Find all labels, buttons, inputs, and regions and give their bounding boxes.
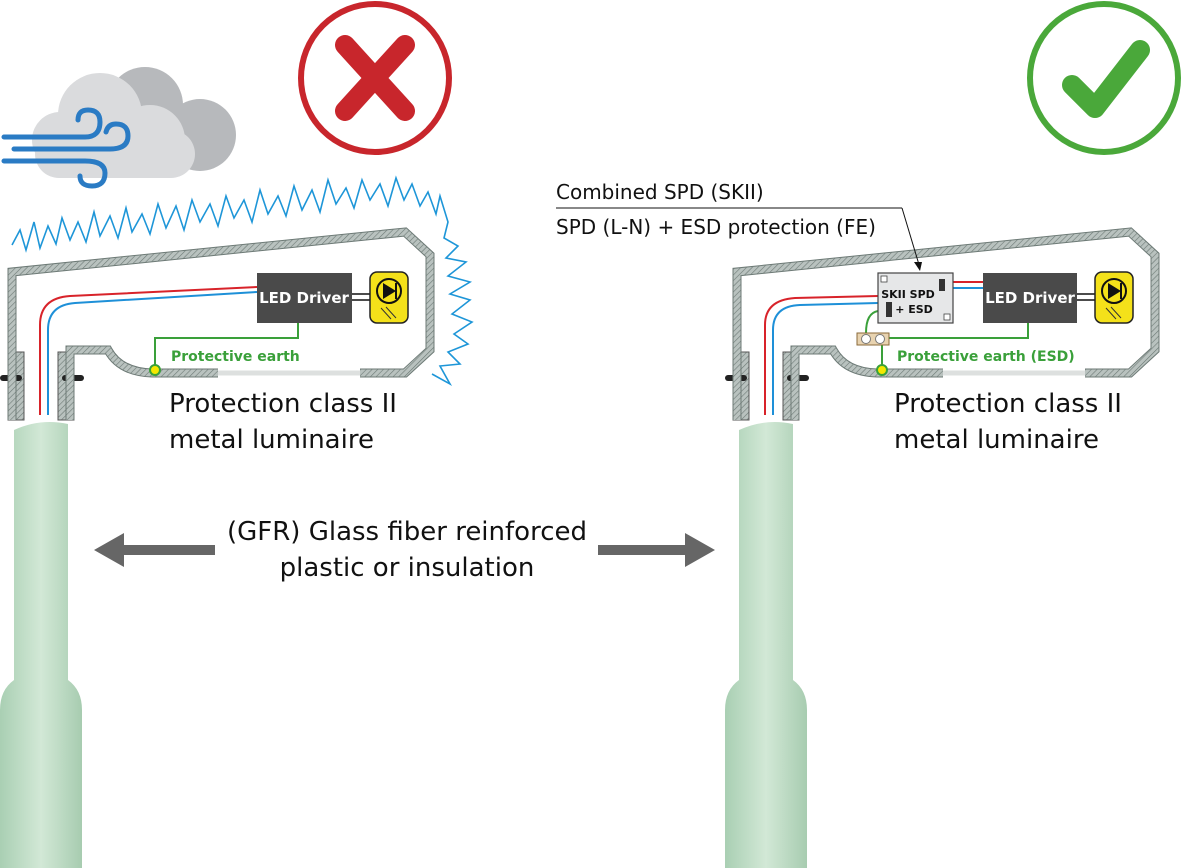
svg-text:plastic or insulation: plastic or insulation (280, 553, 535, 583)
callout-line1: Combined SPD (SKII) (556, 180, 764, 204)
class-label-line1: Protection class II (169, 389, 397, 419)
cross-icon (298, 1, 452, 155)
led-icon (1094, 271, 1134, 324)
skii-spd-module: SKII SPD + ESD (877, 272, 954, 324)
earth-label: Protective earth (ESD) (897, 349, 1075, 365)
svg-text:+ ESD: + ESD (895, 303, 933, 316)
earth-point (149, 364, 161, 376)
led-driver (983, 273, 1077, 323)
pole-label: (GFR) Glass fiber reinforced plastic or … (94, 517, 715, 583)
earth-wire (154, 323, 299, 370)
led-driver-label: LED Driver (985, 289, 1075, 307)
class-label-line2: metal luminaire (169, 425, 374, 455)
arrow-left-icon (94, 533, 215, 567)
svg-text:(GFR) Glass fiber reinforced: (GFR) Glass fiber reinforced (227, 517, 587, 547)
neutral-wire (47, 291, 258, 415)
line-wire (39, 286, 258, 415)
right-luminaire: SKII SPD + ESD LED Driver Protective ear… (556, 180, 1155, 868)
led-driver-label: LED Driver (259, 289, 349, 307)
check-icon (1027, 1, 1181, 155)
left-luminaire: LED Driver Protective earth Protection c… (0, 175, 474, 868)
wind-cloud-icon (1, 67, 236, 189)
led-driver (257, 273, 352, 323)
led-icon (369, 271, 409, 324)
static-discharge (11, 175, 474, 387)
class-label-line2: metal luminaire (894, 425, 1099, 455)
svg-text:SKII SPD: SKII SPD (881, 288, 935, 301)
callout-line2: SPD (L-N) + ESD protection (FE) (556, 215, 876, 239)
class-label-line1: Protection class II (894, 389, 1122, 419)
terminal-block (856, 332, 890, 346)
arrow-right-icon (598, 533, 715, 567)
earth-label: Protective earth (171, 349, 300, 365)
